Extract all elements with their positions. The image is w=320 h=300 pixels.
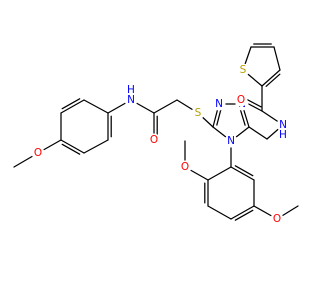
oxygen-methoxy-top: O bbox=[181, 161, 189, 173]
structure-diagram: ONHOSNNNNHOSOO bbox=[13, 43, 299, 226]
bond-ring1-e bbox=[60, 99, 85, 114]
nitrogen-triazole-1-background bbox=[212, 97, 226, 111]
nitrogen-amide-left-background bbox=[124, 93, 138, 107]
nitrogen-triazole-4: N bbox=[227, 135, 235, 147]
bond-ring1-d bbox=[83, 99, 109, 114]
bond-ring1-e-inner bbox=[61, 98, 81, 110]
oxygen-carbonyl-left-background bbox=[147, 133, 161, 147]
nitrogen-amide-left: N bbox=[127, 94, 135, 106]
bond-triazole-c-inner bbox=[239, 107, 246, 126]
bond-triazole-CH2 bbox=[248, 126, 268, 140]
sulfur-thiophene-background bbox=[236, 63, 250, 77]
oxygen-methoxy-bottom: O bbox=[273, 213, 281, 225]
bond-ring2-f bbox=[230, 166, 255, 181]
bond-ring2-c bbox=[207, 205, 232, 220]
bond-carbonyl-CH2 bbox=[153, 99, 178, 114]
sulfur-thiophene: S bbox=[240, 64, 247, 76]
bond-ring2-d bbox=[230, 205, 255, 220]
nitrogen-amide-right: N bbox=[279, 119, 287, 131]
oxygen-methoxy-left: O bbox=[34, 147, 42, 159]
bond-thiophene-b bbox=[273, 46, 281, 71]
oxygen-methoxy-left-background bbox=[31, 146, 45, 160]
oxygen-carbonyl-right-background bbox=[234, 93, 248, 107]
nitrogen-amide-left-hydrogen: H bbox=[127, 84, 135, 96]
oxygen-methoxy-bottom-background bbox=[270, 212, 284, 226]
sulfur-thioether: S bbox=[195, 107, 202, 119]
atom-label-layer: ONHOSNNNNHOSOO bbox=[31, 63, 290, 226]
bond-thiophene-a-inner bbox=[265, 73, 281, 87]
molecule-canvas: ONHOSNNNNHOSOO bbox=[13, 43, 299, 226]
nitrogen-triazole-4-background bbox=[224, 134, 238, 148]
bond-ring2-a bbox=[207, 166, 232, 181]
nitrogen-amide-right-hydrogen: H bbox=[279, 129, 287, 141]
oxygen-methoxy-top-background bbox=[178, 160, 192, 174]
nitrogen-triazole-1: N bbox=[215, 98, 223, 110]
bond-ring2-d-inner bbox=[234, 209, 254, 221]
bond-thiophene-a bbox=[261, 69, 281, 87]
bond-ring1-a bbox=[60, 139, 85, 154]
bond-triazole-e-inner bbox=[216, 106, 223, 126]
bond-ring1-a-inner bbox=[61, 143, 81, 155]
bond-ring2-f-inner bbox=[234, 165, 254, 177]
bond-layer bbox=[13, 43, 299, 221]
sulfur-thioether-background bbox=[191, 106, 205, 120]
oxygen-carbonyl-right: O bbox=[237, 94, 245, 106]
bond-ring1-b bbox=[83, 139, 109, 154]
bond-carbonyl-O-right-second bbox=[244, 97, 262, 108]
oxygen-carbonyl-left: O bbox=[150, 134, 158, 146]
nitrogen-amide-right-background bbox=[276, 118, 290, 132]
